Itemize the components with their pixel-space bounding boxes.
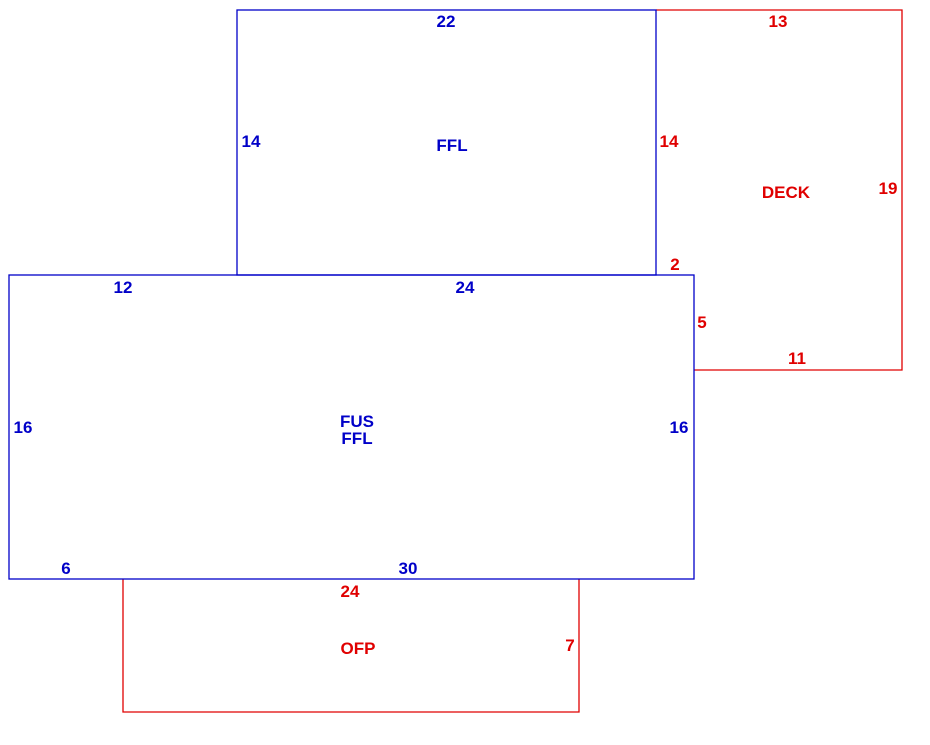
dimension-ffl-left: 14 bbox=[242, 132, 261, 151]
fus-ffl-outline bbox=[8, 274, 695, 580]
dimension-fus-bottom-right: 30 bbox=[399, 559, 418, 578]
dimension-deck-right: 19 bbox=[879, 179, 898, 198]
deck-label: DECK bbox=[762, 183, 811, 202]
dimension-fus-bottom-left: 6 bbox=[61, 559, 70, 578]
dimension-fus-top-left: 12 bbox=[114, 278, 133, 297]
fus-ffl-label: FFL bbox=[341, 429, 372, 448]
dimension-deck-top: 13 bbox=[769, 12, 788, 31]
ofp-label: OFP bbox=[341, 639, 376, 658]
dimension-deck-notch: 5 bbox=[697, 313, 706, 332]
dimension-deck-step: 2 bbox=[670, 255, 679, 274]
dimension-ofp-top: 24 bbox=[341, 582, 360, 601]
ffl-upper-label: FFL bbox=[436, 136, 467, 155]
fus-label: FUS bbox=[340, 412, 374, 431]
dimension-deck-left: 14 bbox=[660, 132, 679, 151]
dimension-fus-left: 16 bbox=[14, 418, 33, 437]
ofp-outline bbox=[122, 579, 580, 713]
dimension-fus-top-right: 24 bbox=[456, 278, 475, 297]
dimension-ofp-right: 7 bbox=[565, 636, 574, 655]
dimension-fus-right: 16 bbox=[670, 418, 689, 437]
dimension-deck-bottom: 11 bbox=[788, 349, 806, 368]
deck-outline bbox=[656, 9, 903, 371]
dimension-ffl-top: 22 bbox=[437, 12, 456, 31]
